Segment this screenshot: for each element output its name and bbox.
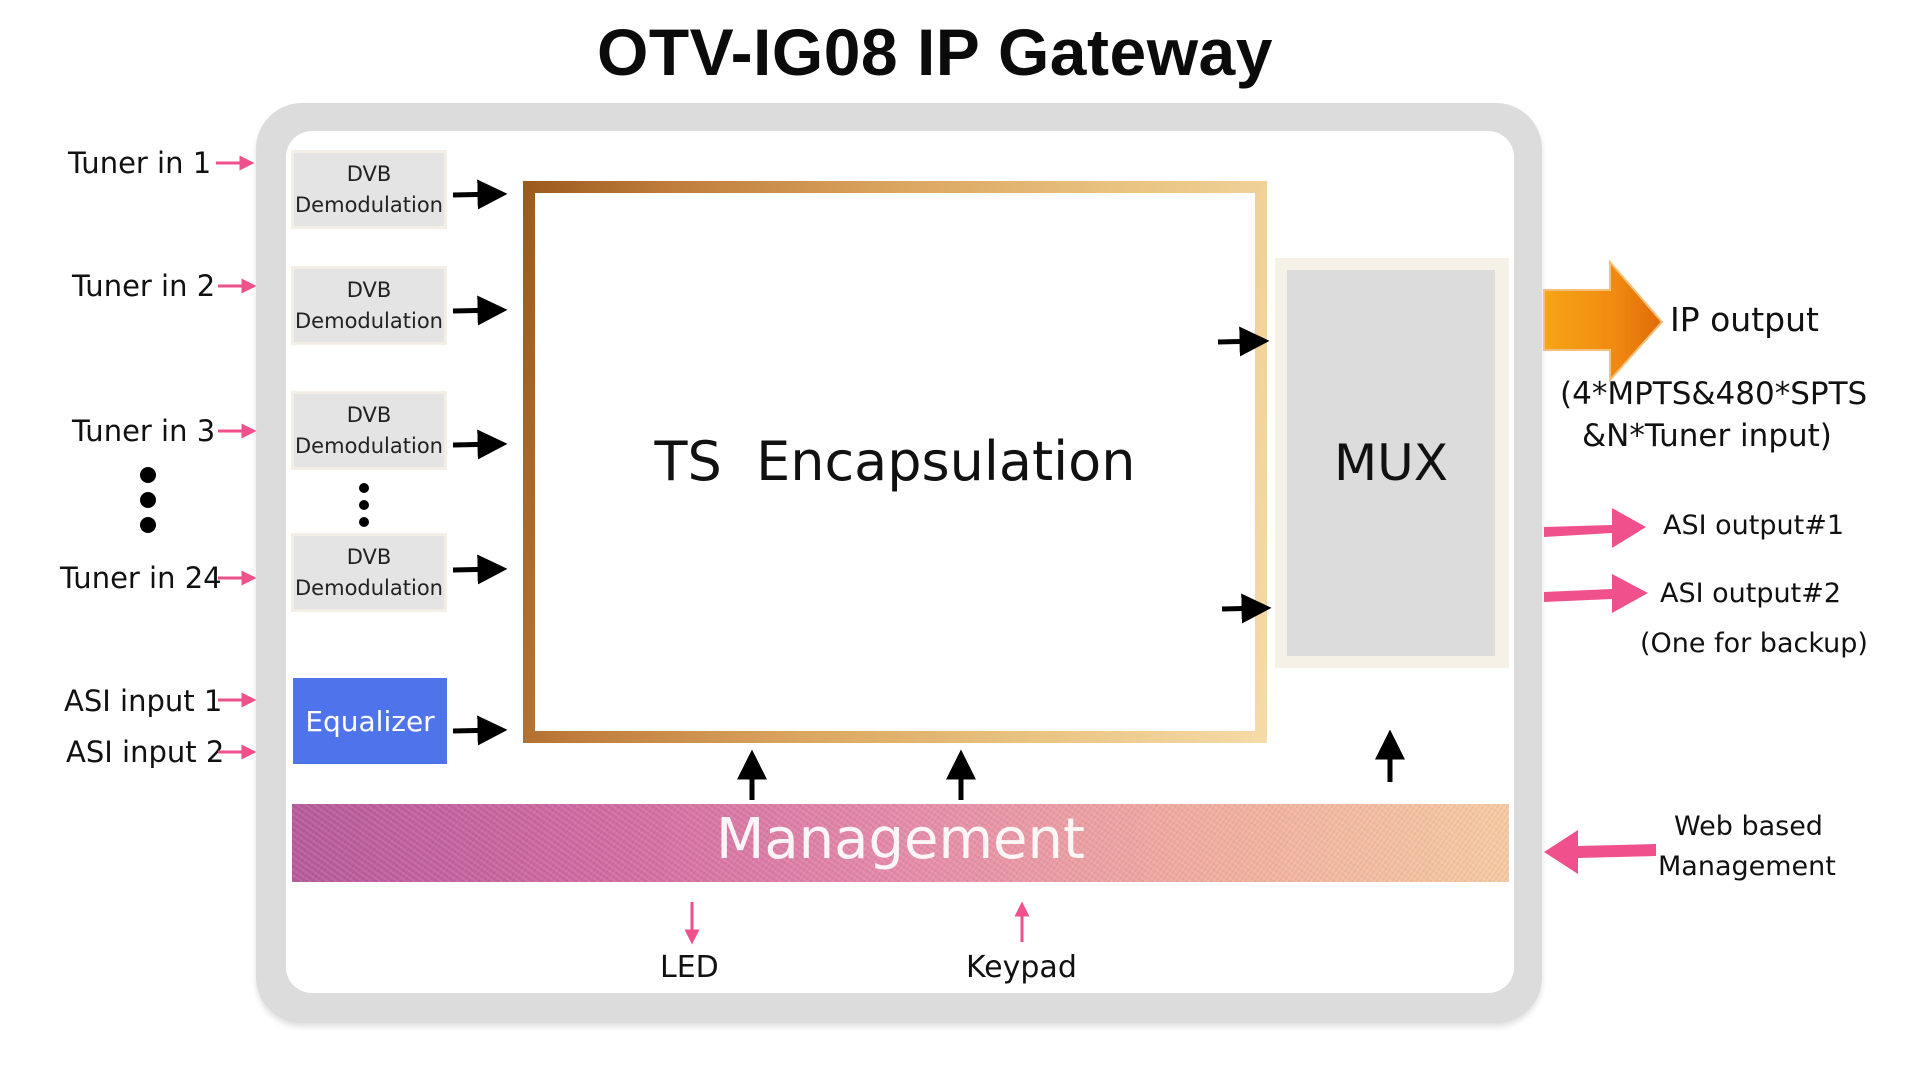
asi-input-2-label: ASI input 2 bbox=[66, 735, 225, 769]
ts-encapsulation-block bbox=[535, 193, 1255, 731]
tuner-in-3-label: Tuner in 3 bbox=[72, 414, 216, 448]
ellipsis-dot bbox=[140, 517, 156, 533]
ts-encapsulation-label: TS Encapsulation bbox=[654, 430, 1136, 493]
keypad-label: Keypad bbox=[966, 950, 1077, 985]
asi-output-2-label: ASI output#2 bbox=[1660, 578, 1842, 609]
dvb-demodulation-block-24: DVB Demodulation bbox=[291, 533, 447, 612]
asi-output-1-arrow bbox=[1544, 508, 1646, 548]
demod-line-2: Demodulation bbox=[295, 308, 443, 333]
mux-label: MUX bbox=[1334, 434, 1448, 492]
demod-line-1: DVB bbox=[346, 402, 392, 427]
ip-output-label: IP output bbox=[1670, 300, 1819, 339]
demod-2-to-ts-arrow bbox=[452, 295, 508, 326]
demod-line-2: Demodulation bbox=[295, 433, 443, 458]
ellipsis-dot bbox=[140, 492, 156, 508]
equalizer-block: Equalizer bbox=[293, 678, 447, 764]
tuner-in-1-label: Tuner in 1 bbox=[68, 146, 212, 180]
management-label: Management bbox=[716, 807, 1085, 872]
ip-output-arrow bbox=[1543, 259, 1664, 383]
mux-block: MUX bbox=[1287, 270, 1495, 656]
asi-backup-note: (One for backup) bbox=[1640, 628, 1868, 659]
demod-24-to-ts-arrow bbox=[452, 554, 508, 585]
demod-line-2: Demodulation bbox=[295, 192, 443, 217]
dvb-demodulation-block-1: DVB Demodulation bbox=[291, 150, 447, 229]
demod-line-2: Demodulation bbox=[295, 575, 443, 600]
web-management-line-2: Management bbox=[1658, 851, 1836, 882]
ip-output-detail-line-1: (4*MPTS&480*SPTS bbox=[1560, 376, 1868, 412]
dvb-demodulation-block-3: DVB Demodulation bbox=[291, 391, 447, 470]
management-bar bbox=[292, 804, 1509, 882]
ip-output-detail-line-2: &N*Tuner input) bbox=[1582, 418, 1832, 454]
ellipsis-dot bbox=[140, 467, 156, 483]
asi-output-2-arrow bbox=[1544, 574, 1648, 613]
asi-output-1-label: ASI output#1 bbox=[1663, 510, 1845, 541]
demod-1-to-ts-arrow bbox=[452, 179, 508, 210]
demod-line-1: DVB bbox=[346, 161, 392, 186]
ts-to-mux-arrow-2 bbox=[1221, 593, 1272, 624]
ellipsis-dot bbox=[359, 517, 369, 527]
web-management-line-1: Web based bbox=[1674, 811, 1823, 842]
dvb-demodulation-block-2: DVB Demodulation bbox=[291, 266, 447, 345]
asi-input-1-label: ASI input 1 bbox=[64, 684, 223, 718]
diagram-title: OTV-IG08 IP Gateway bbox=[597, 15, 1273, 89]
tuner-in-2-label: Tuner in 2 bbox=[72, 269, 216, 303]
demod-3-to-ts-arrow bbox=[452, 429, 508, 460]
web-management-arrow bbox=[1544, 830, 1656, 874]
led-label: LED bbox=[660, 950, 719, 985]
demod-line-1: DVB bbox=[346, 277, 392, 302]
ellipsis-dot bbox=[359, 483, 369, 493]
ts-to-mux-arrow-1 bbox=[1217, 326, 1270, 357]
ellipsis-dot bbox=[359, 500, 369, 510]
tuner-in-24-label: Tuner in 24 bbox=[60, 561, 222, 595]
demod-line-1: DVB bbox=[346, 544, 392, 569]
equalizer-to-ts-arrow bbox=[452, 715, 508, 746]
